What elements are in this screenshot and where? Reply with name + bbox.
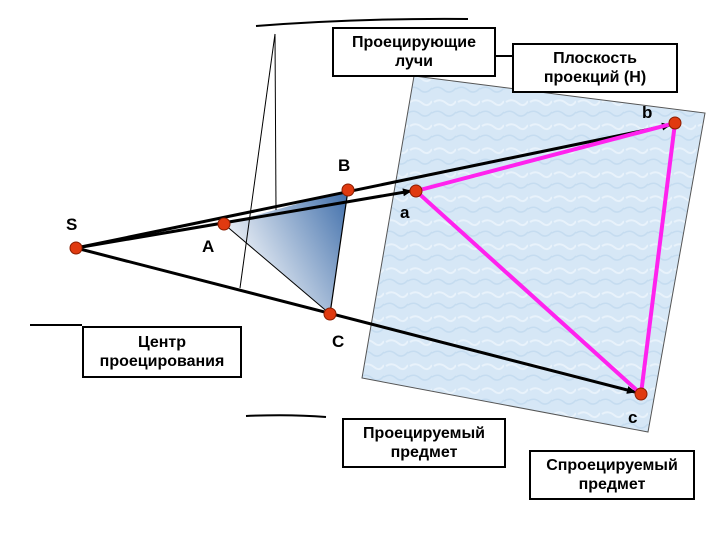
construction-line-1 — [239, 33, 276, 289]
rays-label-line1: Проецирующие — [352, 34, 476, 51]
plane-label-line2: проекций (H) — [543, 69, 647, 86]
point-c-upper — [323, 307, 337, 321]
point-b-lower — [668, 116, 682, 130]
object-label-line1: Проецируемый — [363, 425, 485, 442]
ray-to-b — [75, 122, 671, 250]
point-c-lower — [634, 387, 648, 401]
construction-line-4 — [329, 189, 349, 315]
label-a-lower: a — [400, 203, 410, 222]
construction-line-3 — [223, 223, 331, 315]
point-b-upper — [341, 183, 355, 197]
label-s: S — [66, 215, 77, 234]
object-label-line2: предмет — [390, 444, 458, 461]
label-c-upper: C — [332, 332, 344, 351]
ray-to-a — [75, 188, 412, 250]
projection-label-box: Спроецируемый предмет — [529, 450, 695, 500]
projected-triangle — [414, 121, 677, 396]
label-c-lower: c — [628, 408, 637, 427]
point-a-lower — [409, 184, 423, 198]
label-a-upper: A — [202, 237, 214, 256]
plane-label-box: Плоскость проекций (H) — [512, 43, 678, 93]
construction-line-2 — [274, 33, 277, 211]
ray-to-c — [75, 246, 636, 394]
center-label-line1: Центр — [137, 334, 187, 351]
object-triangle-fill — [224, 190, 348, 314]
object-label-box: Проецируемый предмет — [342, 418, 506, 468]
plane-label-line1: Плоскость — [553, 50, 637, 67]
decorative-stroke-bottom — [245, 414, 327, 418]
projection-label-line1: Спроецируемый — [546, 457, 678, 474]
center-label-line2: проецирования — [99, 353, 225, 370]
point-a-upper — [217, 217, 231, 231]
point-s — [69, 241, 83, 255]
decorative-stroke-top — [255, 17, 469, 27]
label-b-lower: b — [642, 103, 652, 122]
rays-label-box: Проецирующие лучи — [332, 27, 496, 77]
center-label-box: Центр проецирования — [82, 326, 242, 378]
projection-label-line2: предмет — [578, 476, 646, 493]
points — [69, 116, 682, 401]
rays-label-line2: лучи — [395, 53, 433, 70]
label-b-upper: B — [338, 156, 350, 175]
